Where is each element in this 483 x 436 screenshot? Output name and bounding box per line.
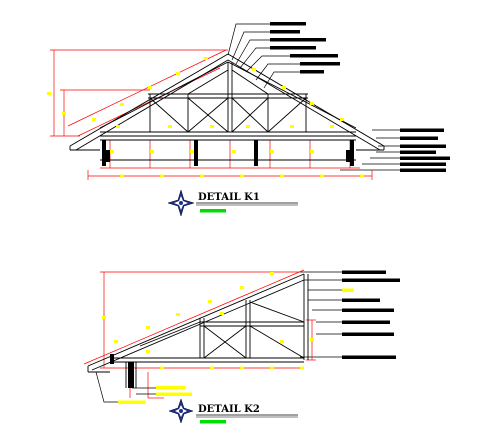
k2-wall-post bbox=[110, 354, 134, 388]
k1-label-5 bbox=[290, 54, 338, 58]
k1-label-1 bbox=[270, 22, 306, 26]
k1-label-2 bbox=[270, 30, 300, 34]
k1-label-4 bbox=[270, 46, 316, 50]
k1-top-label-bars bbox=[270, 22, 340, 74]
k2-b-label-2 bbox=[156, 392, 192, 396]
k1-r-label-5 bbox=[400, 156, 450, 160]
k1-label-7 bbox=[300, 70, 324, 74]
k1-markers bbox=[47, 57, 364, 178]
k2-bottom-label-bars bbox=[118, 386, 192, 404]
k2-title-block: DETAIL K2 bbox=[168, 398, 298, 424]
k2-right-annotations bbox=[300, 271, 342, 358]
k2-r-label-6 bbox=[342, 320, 390, 324]
k2-r-label-1 bbox=[342, 270, 386, 274]
k2-title: DETAIL K2 bbox=[198, 404, 260, 415]
k1-r-label-6 bbox=[400, 162, 446, 166]
k1-r-label-2 bbox=[400, 136, 438, 140]
k1-scale-bar bbox=[200, 209, 226, 213]
k1-label-6 bbox=[300, 62, 340, 66]
k2-roof-structure bbox=[87, 273, 309, 388]
k2-r-label-8 bbox=[342, 355, 396, 359]
k2-r-label-3 bbox=[342, 288, 354, 292]
k2-scale-bar bbox=[200, 420, 226, 424]
k1-dimensions bbox=[50, 49, 373, 180]
k2-right-label-bars bbox=[342, 270, 400, 359]
k2-r-label-7 bbox=[342, 332, 394, 336]
k1-title: DETAIL K1 bbox=[198, 192, 260, 203]
k2-b-label-3 bbox=[118, 400, 146, 404]
k2-markers bbox=[102, 272, 314, 370]
k2-bottom-annotations bbox=[95, 371, 156, 403]
detail-k2: DETAIL K2 bbox=[83, 269, 400, 424]
k2-b-label-1 bbox=[156, 386, 186, 390]
k2-r-label-4 bbox=[342, 298, 380, 302]
k2-r-label-5 bbox=[342, 308, 394, 312]
k1-r-label-3 bbox=[400, 144, 446, 148]
detail-k1: DETAIL K1 bbox=[47, 22, 450, 217]
k1-label-3 bbox=[270, 38, 326, 42]
north-arrow-icon bbox=[167, 189, 195, 217]
k2-r-label-2 bbox=[342, 278, 400, 282]
north-arrow-icon bbox=[168, 398, 194, 424]
k1-wall-posts bbox=[102, 140, 354, 166]
k1-roof-structure bbox=[69, 53, 385, 166]
k1-r-label-1 bbox=[400, 128, 444, 132]
k1-top-annotations bbox=[227, 23, 300, 89]
k1-r-label-7 bbox=[400, 168, 446, 172]
k1-right-annotations bbox=[340, 129, 400, 171]
k1-r-label-4 bbox=[400, 150, 436, 154]
k1-right-label-bars bbox=[400, 128, 450, 172]
k1-title-block: DETAIL K1 bbox=[167, 189, 298, 217]
